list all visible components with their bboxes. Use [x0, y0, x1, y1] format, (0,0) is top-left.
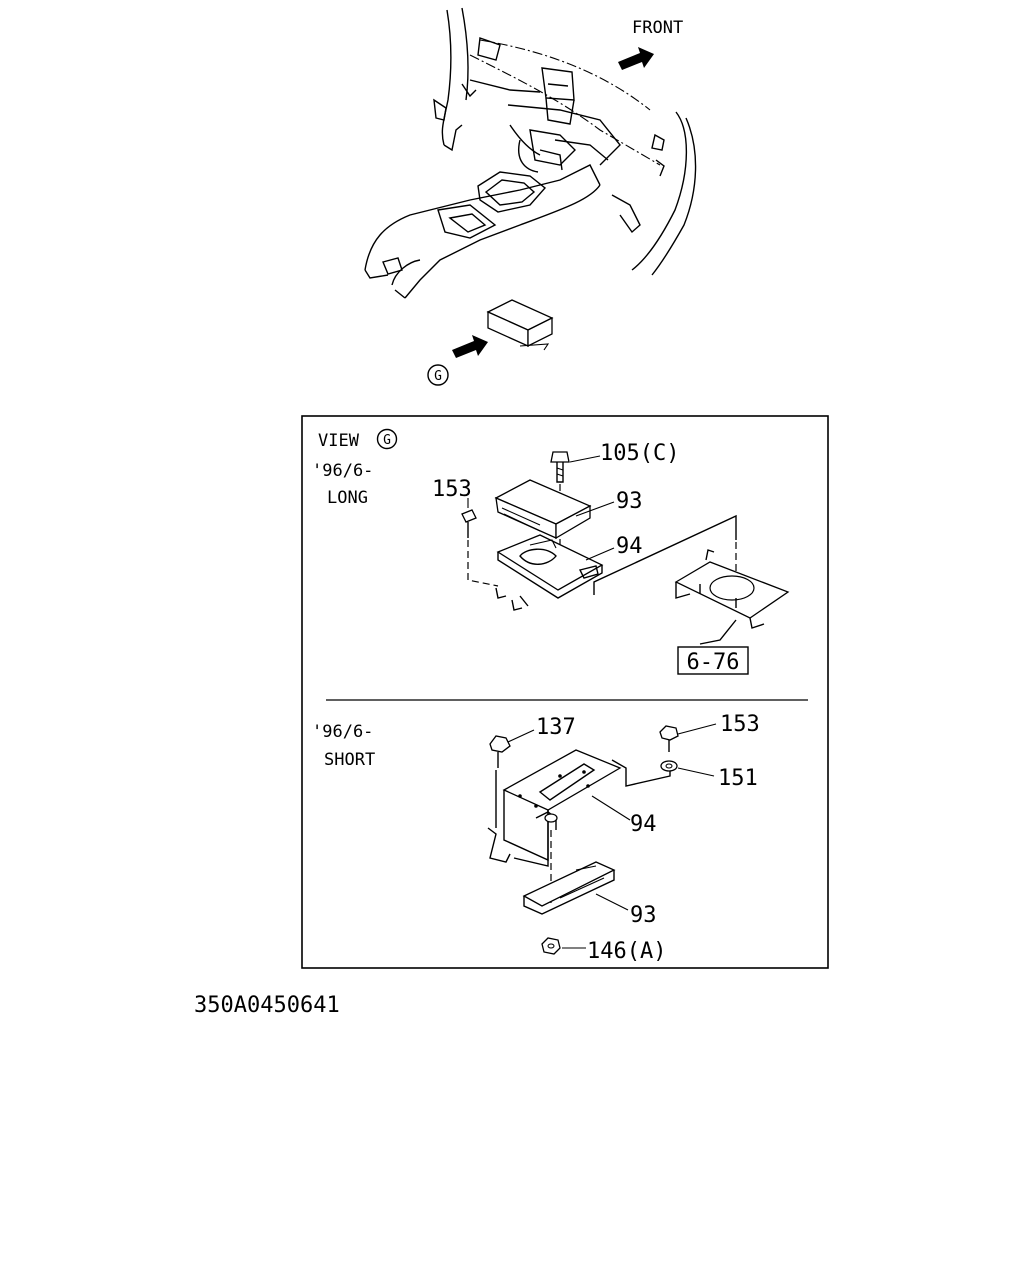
- front-arrow-icon: [618, 47, 654, 70]
- callout-151: 151: [718, 766, 758, 791]
- short-date: '96/6-: [312, 722, 373, 742]
- leader-93-long: [575, 501, 615, 517]
- callout-146a: 146(A): [587, 939, 666, 964]
- view-title-marker: G: [376, 428, 398, 450]
- callout-93-short: 93: [630, 903, 657, 928]
- long-date: '96/6-: [312, 461, 373, 481]
- callout-105c: 105(C): [600, 441, 679, 466]
- leader-151: [677, 767, 715, 777]
- leader-153-short: [677, 723, 717, 735]
- short-assembly-illustration: [487, 725, 679, 955]
- callout-153-long: 153: [432, 477, 472, 502]
- callout-94-short: 94: [630, 812, 657, 837]
- front-label: FRONT: [632, 18, 683, 38]
- leader-137: [507, 729, 535, 743]
- svg-text:G: G: [383, 433, 391, 448]
- callout-137: 137: [536, 715, 576, 740]
- callout-94-long: 94: [616, 534, 643, 559]
- leader-94-long: [585, 547, 615, 561]
- reference-box: [677, 646, 749, 675]
- long-assembly-illustration: [461, 451, 790, 645]
- leader-105c: [569, 455, 601, 463]
- callout-93-long: 93: [616, 489, 643, 514]
- detail-frame: [301, 415, 829, 969]
- svg-text:G: G: [434, 369, 442, 384]
- short-variant: SHORT: [324, 750, 375, 770]
- leader-93-short: [595, 893, 629, 911]
- view-title: VIEW: [318, 431, 360, 451]
- drawing-number: 350A0450641: [194, 993, 340, 1018]
- callout-153-short: 153: [720, 712, 760, 737]
- reference-page[interactable]: 6-76: [687, 650, 740, 675]
- view-direction-arrow-icon: [452, 335, 488, 358]
- console-overview-illustration: [364, 7, 697, 351]
- long-variant: LONG: [327, 488, 368, 508]
- leader-94-short: [591, 795, 631, 821]
- view-g-marker: G: [427, 364, 449, 386]
